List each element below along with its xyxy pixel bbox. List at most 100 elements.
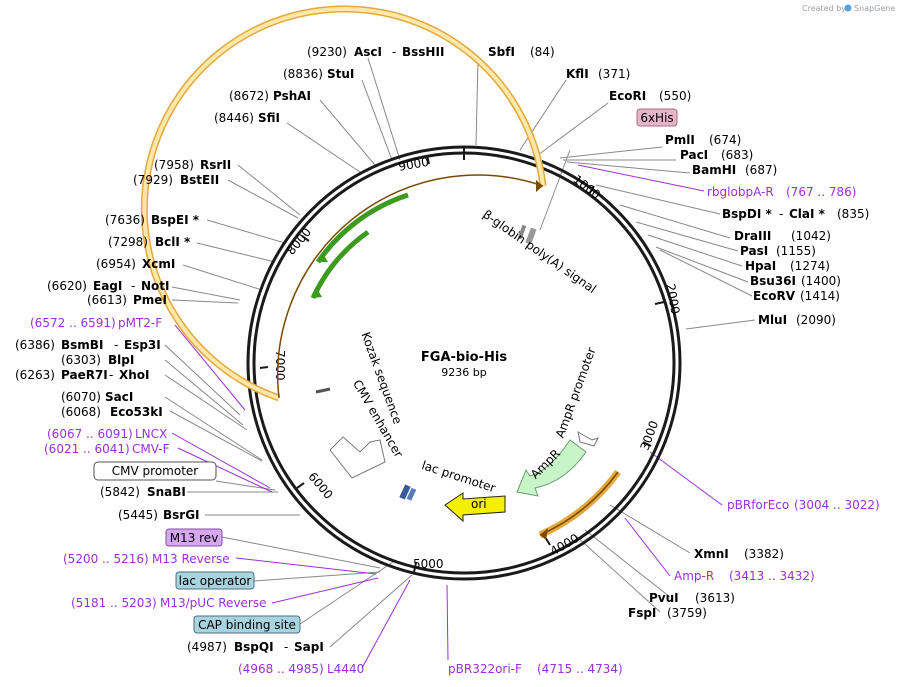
primer-m13Reverse-name: M13 Reverse (152, 552, 230, 566)
enzyme-xmnI-pos: (3382) (744, 547, 784, 561)
enzyme-xcmI-name: XcmI (142, 257, 175, 271)
cmv-enhancer-arrow (329, 436, 386, 479)
kozak-mark (315, 387, 331, 394)
enzyme-fspI-pos: (3759) (667, 606, 707, 620)
enzyme-bspDI-sep: - (779, 207, 783, 221)
enzyme-ecoRV-name: EcoRV (753, 289, 796, 303)
tick-label-9000: 9000 (397, 155, 430, 174)
lac-promoter-label: lac promoter (420, 458, 497, 495)
enzyme-bclI-pos: (7298) (108, 235, 148, 249)
orf-arc-left-line (276, 174, 544, 399)
enzyme-eagI-name: EagI (93, 279, 122, 293)
orf-arc-right-line (539, 471, 619, 536)
enzyme-sacI-pos: (6070) (61, 390, 101, 404)
ampr-promoter-label: AmpR promoter (553, 345, 599, 439)
enzyme-blpI-pos: (6303) (61, 353, 101, 367)
his6-label: 6xHis (640, 111, 673, 125)
green-arc-outer-arrowhead (318, 252, 328, 262)
primer-cmvF-name: CMV-F (132, 442, 170, 456)
enzyme-claI-name: ClaI * (789, 207, 826, 221)
enzyme-pmeI-pos: (6613) (87, 293, 127, 307)
enzyme-bsu36I-pos: (1400) (801, 274, 841, 288)
enzyme-pshAI-name: PshAI (273, 89, 311, 103)
enzyme-bsmBI-sep: - (114, 338, 118, 352)
green-arc-inner-arrowhead (313, 287, 322, 298)
cmv-promoter-label: CMV promoter (112, 464, 199, 478)
primer-l4440-name: L4440 (327, 662, 364, 676)
enzyme-sfiI-name: SfiI (258, 111, 280, 125)
tick-label-2000: 2000 (663, 283, 682, 316)
enzyme-eagI-sep: - (131, 279, 135, 293)
lac-operator-box (175, 571, 255, 590)
primer-pbr322ori-name: pBR322ori-F (448, 662, 522, 676)
m13rev-box (165, 528, 223, 547)
ampr-arrow (516, 439, 587, 497)
enzyme-bstEII-name: BstEII (180, 173, 219, 187)
enzyme-sacI-name: SacI (105, 390, 133, 404)
enzyme-sbfI-pos: (84) (530, 45, 555, 59)
tick-label-6000: 6000 (305, 470, 335, 502)
tick-label-7000: 7000 (273, 350, 287, 381)
primer-ampR-name: Amp-R (674, 569, 714, 583)
enzyme-bspQI-pos: (4987) (187, 640, 227, 654)
enzyme-bsrGI-name: BsrGI (163, 508, 200, 522)
enzyme-snaBI-pos: (5842) (100, 485, 140, 499)
ampr-promoter-arrow (577, 431, 599, 447)
green-arc-outer (315, 192, 409, 264)
credit-prefix: Created by (802, 4, 846, 13)
enzyme-xhoI-name: XhoI (119, 368, 150, 382)
lac-mark-1 (399, 484, 411, 500)
enzyme-bsmBI-pos: (6386) (15, 338, 55, 352)
enzyme-paeR7I-pos: (6263) (15, 368, 55, 382)
enzyme-bspQI-sep: - (284, 640, 288, 654)
enzyme-kflI-pos: (371) (598, 67, 630, 81)
enzyme-ascI-pos: (9230) (307, 45, 347, 59)
enzyme-ecoRV-pos: (1414) (800, 289, 840, 303)
enzyme-bssHII-name: BssHII (402, 45, 444, 59)
orf-arc-left-fill (142, 6, 545, 400)
enzyme-hpaI-pos: (1274) (790, 259, 830, 273)
enzyme-rsrII-pos: (7958) (154, 158, 194, 172)
enzyme-pasI-name: PasI (740, 244, 768, 258)
plasmid-length: 9236 bp (441, 366, 486, 379)
enzyme-paeR7I-name: PaeR7I (61, 368, 108, 382)
his6-box (636, 108, 678, 127)
enzyme-bsmBI-name: BsmBI (61, 338, 103, 352)
tick-label-8000: 8000 (284, 225, 314, 257)
primer-lines (171, 164, 723, 669)
enzyme-esp3I-name: Esp3I (124, 338, 161, 352)
enzyme-pmlI-name: PmlI (665, 133, 695, 147)
enzyme-pvuI-pos: (3613) (695, 591, 735, 605)
primer-pbrForEco-name: pBRforEco (727, 498, 789, 512)
lac-operator-label: lac operator (179, 574, 252, 588)
enzyme-eco53kI-pos: (6068) (61, 405, 101, 419)
enzyme-pacI-pos: (683) (721, 148, 753, 162)
enzyme-pmeI-name: PmeI (133, 293, 167, 307)
enzyme-ascI-name: AscI (354, 45, 382, 59)
tick-label-1000: 1000 (570, 172, 603, 202)
green-arc-inner (310, 229, 370, 300)
credit-brand: SnapGene (854, 4, 895, 13)
cap-site-box (193, 615, 301, 634)
enzyme-mluI-pos: (2090) (796, 313, 836, 327)
snapgene-logo-icon (844, 4, 852, 12)
primer-m13pUC-name: M13/pUC Reverse (160, 596, 267, 610)
enzyme-eco53kI-name: Eco53kI (110, 405, 163, 419)
plasmid-name: FGA-bio-His (421, 350, 507, 365)
bglobin-block-1 (517, 224, 527, 240)
enzyme-eagI-pos: (6620) (47, 279, 87, 293)
primer-cmvF-range: (6021 .. 6041) (44, 442, 130, 456)
primer-pbr322ori-range: (4715 .. 4734) (537, 662, 623, 676)
enzyme-notI-name: NotI (141, 279, 170, 293)
enzyme-bspQI-name: BspQI (234, 640, 274, 654)
m13rev-label: M13 rev (170, 531, 219, 545)
lac-mark-2 (406, 487, 417, 501)
bglobin-label: β-globin poly(A) signal (480, 207, 599, 296)
enzyme-bspDI-pos: (835) (837, 207, 869, 221)
enzyme-snaBI-name: SnaBI (147, 485, 186, 499)
enzyme-bstEII-pos: (7929) (133, 173, 173, 187)
primer-rbglobpA-name: rbglobpA-R (707, 185, 774, 199)
enzyme-stuI-pos: (8836) (283, 67, 323, 81)
enzyme-hpaI-name: HpaI (745, 259, 776, 273)
